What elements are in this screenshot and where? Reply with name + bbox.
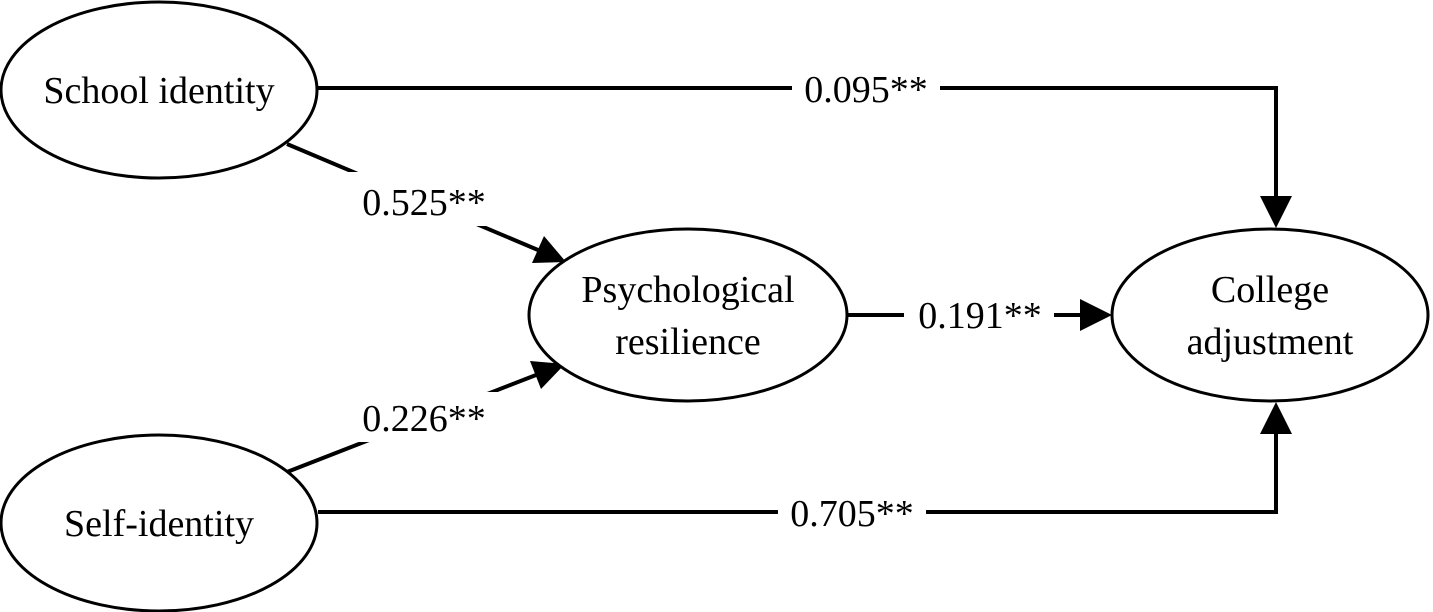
arrowhead-school-to-adjustment bbox=[1260, 196, 1292, 228]
arrowhead-resilience-to-adjustment bbox=[1080, 299, 1112, 331]
arrowhead-self-to-adjustment bbox=[1260, 402, 1292, 434]
node-self-identity-label: Self-identity bbox=[64, 503, 254, 545]
node-school-identity: School identity bbox=[0, 0, 319, 180]
node-college-adjustment-label-line-1: College bbox=[1211, 269, 1329, 311]
coef-self-to-resilience: 0.226** bbox=[362, 398, 486, 440]
coef-school-to-resilience: 0.525** bbox=[362, 182, 486, 224]
coef-resilience-to-adjustment: 0.191** bbox=[918, 295, 1042, 337]
node-college-adjustment-label-line-2: adjustment bbox=[1187, 321, 1354, 363]
coef-self-to-adjustment: 0.705** bbox=[790, 493, 914, 535]
node-self-identity: Self-identity bbox=[0, 433, 319, 612]
node-psychological-resilience-label-line-2: resilience bbox=[615, 321, 761, 363]
arrowhead-self-to-resilience bbox=[530, 361, 565, 389]
node-psychological-resilience-label-line-1: Psychological bbox=[581, 269, 794, 311]
node-psychological-resilience: Psychological resilience bbox=[527, 227, 849, 403]
edge-self-to-adjustment bbox=[318, 430, 1278, 514]
edge-school-to-adjustment bbox=[318, 86, 1278, 200]
coef-school-to-adjustment: 0.095** bbox=[804, 69, 928, 111]
node-school-identity-label: School identity bbox=[43, 70, 274, 112]
node-college-adjustment: College adjustment bbox=[1110, 227, 1430, 403]
arrowhead-school-to-resilience bbox=[532, 236, 566, 263]
